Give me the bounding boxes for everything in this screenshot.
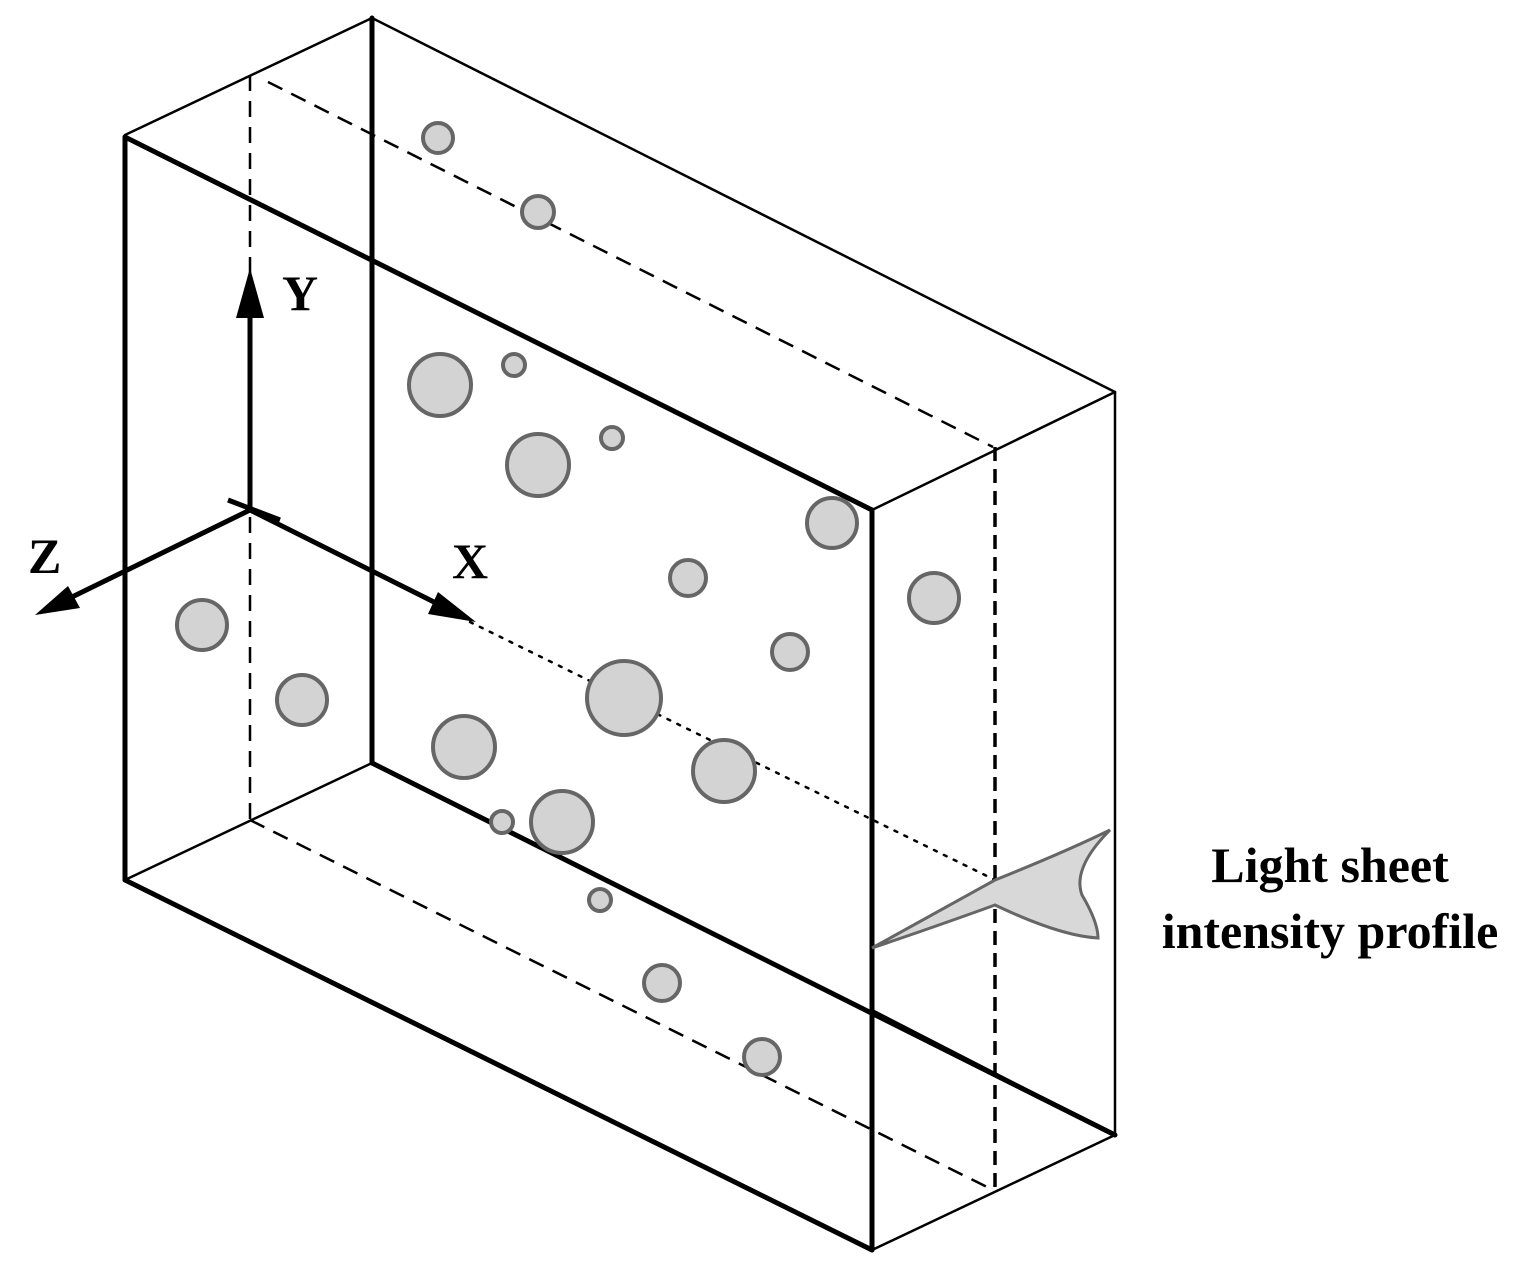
particle-circle [275, 673, 329, 727]
thick-edges [122, 15, 1118, 1253]
particle-circle [742, 1037, 782, 1077]
x-axis-label: X [452, 533, 488, 589]
particle-circle [907, 571, 961, 625]
y-axis-label: Y [282, 265, 318, 321]
particle-circle [407, 352, 473, 418]
particle-circle [489, 809, 515, 835]
particle-circle [587, 887, 613, 913]
left-top-thin-edge [123, 16, 374, 137]
callout-line-2: intensity profile [1162, 903, 1499, 959]
back-top-dashed-edge [267, 80, 994, 449]
particles [175, 121, 961, 1077]
z-arrowhead [35, 586, 80, 615]
coordinate-axes: Y X Z [28, 265, 488, 622]
back-bottom-dashed-edge [249, 818, 994, 1192]
particle-circle [599, 425, 625, 451]
particle-circle [501, 352, 527, 378]
z-axis-label: Z [28, 528, 61, 584]
particle-circle [691, 738, 757, 804]
particle-circle [585, 659, 663, 737]
particle-circle [668, 558, 708, 598]
left-bottom-thin-edge [123, 761, 374, 882]
back-bottom-edge [369, 760, 1118, 1138]
particle-circle [520, 194, 556, 230]
y-arrowhead [236, 268, 264, 318]
particle-circle [431, 714, 497, 780]
top-back-thin-edge [370, 16, 1117, 394]
right-top-thin-edge [870, 390, 1117, 512]
x-arrowhead [428, 592, 476, 622]
particle-circle [421, 121, 455, 155]
beam-dotted-line [468, 620, 997, 882]
right-bottom-thin-edge [870, 1133, 1117, 1252]
callout-line-1: Light sheet [1211, 837, 1449, 893]
thin-edges [123, 16, 1117, 1252]
particle-circle [770, 632, 810, 672]
light-sheet-callout: Light sheet intensity profile [1162, 837, 1499, 959]
light-sheet-profile-shape [871, 828, 1112, 950]
particle-circle [505, 432, 571, 498]
z-axis-line [70, 507, 252, 600]
front-bottom-edge [122, 877, 875, 1253]
origin-tick [227, 497, 281, 523]
particle-circle [642, 963, 682, 1003]
x-axis-line [248, 507, 442, 608]
particle-circle [805, 496, 859, 550]
particle-circle [175, 598, 229, 652]
hidden-edges [248, 75, 997, 1192]
particle-circle [529, 789, 595, 855]
front-top-edge [122, 134, 875, 513]
